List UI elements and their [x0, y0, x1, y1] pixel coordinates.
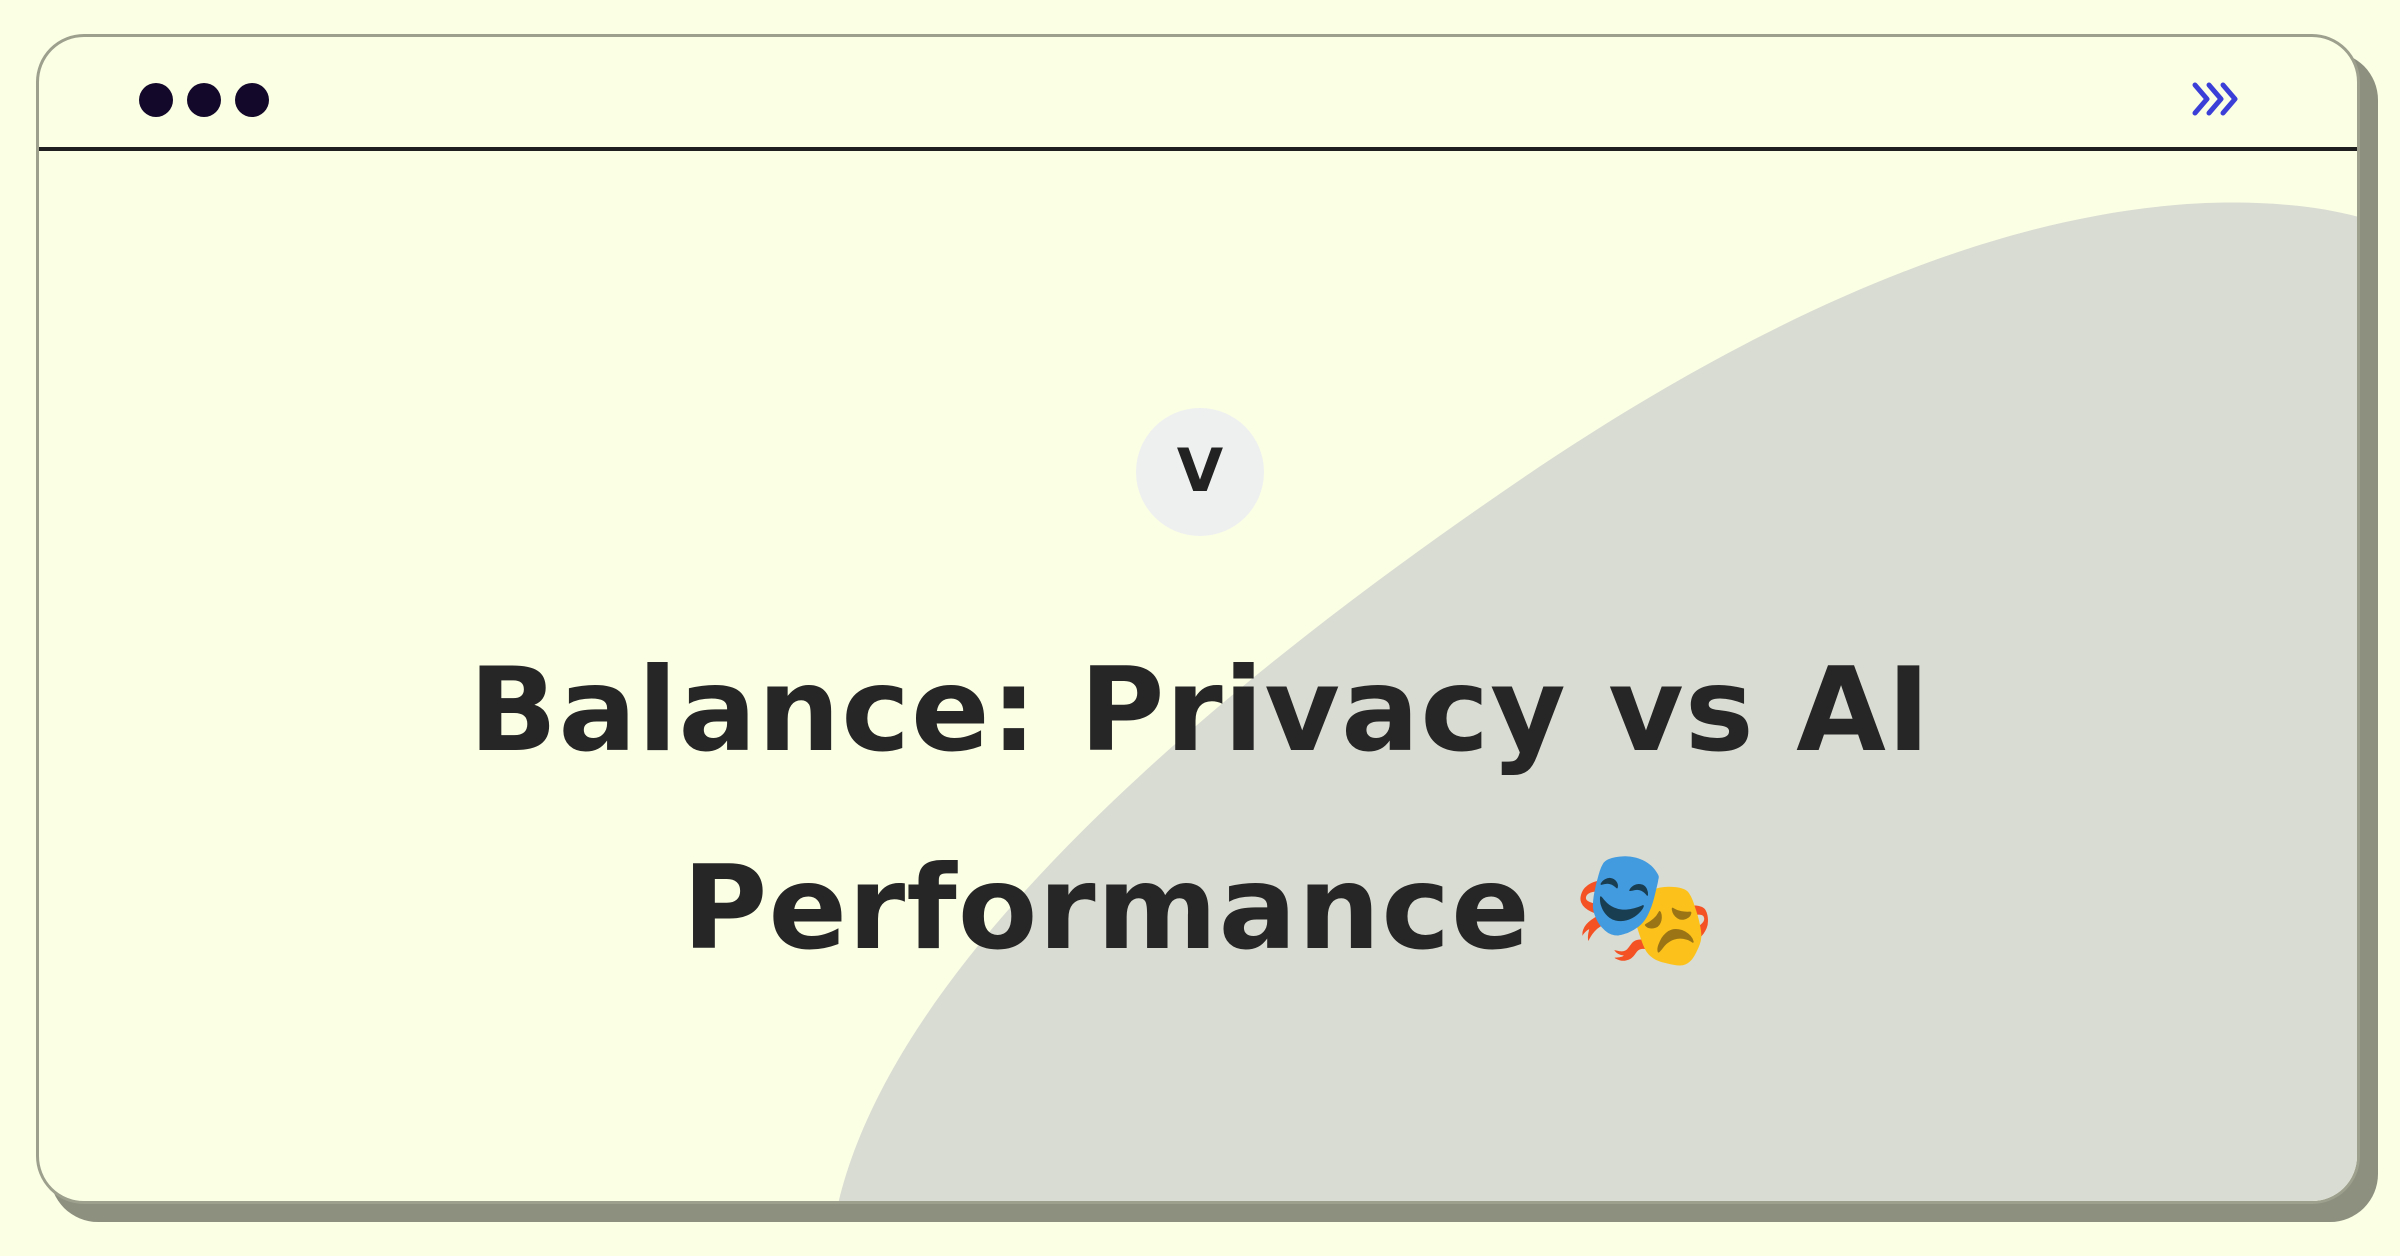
page-title-line-2: Performance 🎭: [300, 810, 2100, 1008]
window-dot-1: [139, 83, 173, 117]
page-title-line-2-text: Performance: [682, 841, 1531, 976]
triple-chevron-right-icon[interactable]: [2191, 77, 2247, 121]
window-controls-icon[interactable]: [139, 83, 269, 117]
avatar: V: [1136, 408, 1264, 536]
window-titlebar: [39, 37, 2357, 151]
page-title: Balance: Privacy vs AI Performance 🎭: [300, 612, 2100, 1008]
theater-masks-icon: 🎭: [1572, 841, 1718, 976]
window-dot-2: [187, 83, 221, 117]
page-title-line-1: Balance: Privacy vs AI: [468, 643, 1932, 778]
avatar-letter: V: [1176, 436, 1224, 506]
window-dot-3: [235, 83, 269, 117]
